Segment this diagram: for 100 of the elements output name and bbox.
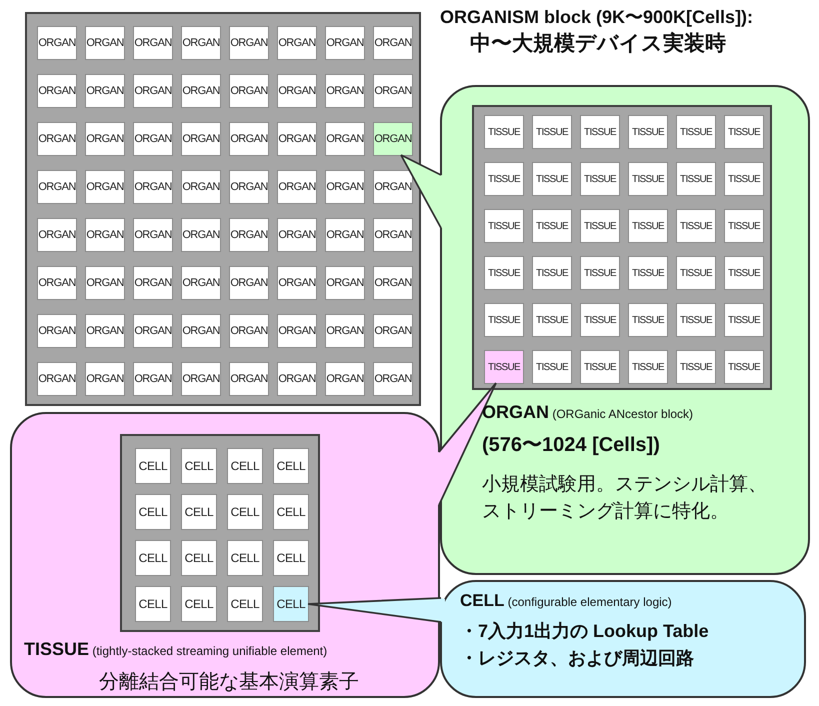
block-tile: ORGAN — [373, 74, 413, 108]
block-tile: TISSUE — [628, 209, 668, 243]
block-tile: TISSUE — [628, 303, 668, 337]
block-tile: ORGAN — [277, 314, 317, 348]
block-tile: TISSUE — [484, 115, 524, 149]
block-tile: ORGAN — [277, 26, 317, 60]
block-tile: ORGAN — [85, 362, 125, 396]
block-tile: ORGAN — [85, 218, 125, 252]
block-tile: ORGAN — [37, 314, 77, 348]
block-tile: ORGAN — [373, 122, 413, 156]
block-tile: ORGAN — [277, 362, 317, 396]
heading-text: CELL (configurable elementary logic) — [460, 590, 673, 612]
block-tile: ORGAN — [277, 170, 317, 204]
block-tile: CELL — [135, 448, 171, 484]
block-tile: ORGAN — [37, 362, 77, 396]
block-tile: ORGAN — [133, 218, 173, 252]
description-text: ・7入力1出力の Lookup Table — [460, 620, 710, 643]
block-tile: ORGAN — [133, 26, 173, 60]
block-tile: TISSUE — [532, 256, 572, 290]
block-tile: ORGAN — [133, 74, 173, 108]
block-tile: TISSUE — [484, 256, 524, 290]
block-tile: ORGAN — [373, 266, 413, 300]
block-tile: TISSUE — [532, 162, 572, 196]
block-tile: ORGAN — [181, 74, 221, 108]
block-tile: ORGAN — [325, 170, 365, 204]
grid-panel — [120, 434, 320, 632]
block-tile: TISSUE — [580, 115, 620, 149]
block-tile: ORGAN — [181, 314, 221, 348]
block-tile: TISSUE — [580, 162, 620, 196]
block-tile: ORGAN — [373, 362, 413, 396]
grid-panel — [472, 105, 772, 390]
callout-bubble — [440, 85, 810, 575]
block-tile: TISSUE — [724, 115, 764, 149]
callout-bubble — [440, 580, 806, 698]
block-tile: ORGAN — [37, 122, 77, 156]
block-tile: CELL — [135, 494, 171, 530]
block-tile: CELL — [227, 540, 263, 576]
block-tile: ORGAN — [229, 362, 269, 396]
block-tile: TISSUE — [628, 162, 668, 196]
block-tile: TISSUE — [724, 162, 764, 196]
block-tile: TISSUE — [580, 350, 620, 384]
block-tile: TISSUE — [484, 162, 524, 196]
block-tile: ORGAN — [37, 74, 77, 108]
block-tile: TISSUE — [724, 303, 764, 337]
block-tile: TISSUE — [532, 115, 572, 149]
block-tile: ORGAN — [325, 26, 365, 60]
block-tile: ORGAN — [85, 122, 125, 156]
block-tile: ORGAN — [325, 266, 365, 300]
block-tile: CELL — [273, 494, 309, 530]
block-tile: ORGAN — [325, 122, 365, 156]
block-tile: TISSUE — [484, 303, 524, 337]
block-tile: ORGAN — [325, 218, 365, 252]
heading-text: ORGAN (ORGanic ANcestor block) — [482, 401, 694, 424]
block-tile: CELL — [181, 586, 217, 622]
block-tile: ORGAN — [133, 122, 173, 156]
description-text: 小規模試験用。ステンシル計算、ストリーミング計算に特化。 — [482, 473, 768, 524]
block-tile: CELL — [181, 540, 217, 576]
block-tile: ORGAN — [325, 362, 365, 396]
block-tile: CELL — [227, 494, 263, 530]
block-tile: ORGAN — [133, 362, 173, 396]
block-tile: ORGAN — [37, 170, 77, 204]
block-tile: ORGAN — [37, 218, 77, 252]
block-tile: TISSUE — [676, 350, 716, 384]
block-tile: CELL — [273, 540, 309, 576]
block-tile: TISSUE — [676, 303, 716, 337]
block-tile: ORGAN — [229, 218, 269, 252]
block-tile: TISSUE — [532, 209, 572, 243]
block-tile: ORGAN — [37, 26, 77, 60]
block-tile: ORGAN — [85, 74, 125, 108]
block-tile: CELL — [227, 586, 263, 622]
block-tile: TISSUE — [676, 209, 716, 243]
block-tile: TISSUE — [580, 303, 620, 337]
block-tile: ORGAN — [277, 122, 317, 156]
block-tile: ORGAN — [85, 26, 125, 60]
block-tile: ORGAN — [181, 362, 221, 396]
block-tile: TISSUE — [676, 256, 716, 290]
block-tile: ORGAN — [181, 218, 221, 252]
block-tile: CELL — [181, 494, 217, 530]
description-text: 分離結合可能な基本演算素子 — [98, 670, 360, 695]
block-tile: ORGAN — [277, 266, 317, 300]
title: ORGANISM block (9K〜900K[Cells]): — [440, 6, 754, 29]
block-tile: ORGAN — [85, 314, 125, 348]
block-tile: CELL — [227, 448, 263, 484]
block-tile: TISSUE — [484, 209, 524, 243]
block-tile: ORGAN — [229, 74, 269, 108]
block-tile: ORGAN — [37, 266, 77, 300]
block-tile: ORGAN — [181, 170, 221, 204]
heading-text: TISSUE (tightly-stacked streaming unifiable element) — [24, 638, 328, 661]
block-tile: CELL — [181, 448, 217, 484]
block-tile: ORGAN — [181, 122, 221, 156]
block-tile: ORGAN — [133, 170, 173, 204]
block-tile: ORGAN — [373, 26, 413, 60]
block-tile: ORGAN — [373, 170, 413, 204]
block-tile: ORGAN — [325, 314, 365, 348]
block-tile: TISSUE — [676, 115, 716, 149]
block-tile: ORGAN — [85, 170, 125, 204]
block-tile: TISSUE — [580, 256, 620, 290]
block-tile: ORGAN — [277, 74, 317, 108]
block-tile: TISSUE — [724, 256, 764, 290]
block-tile: TISSUE — [628, 350, 668, 384]
